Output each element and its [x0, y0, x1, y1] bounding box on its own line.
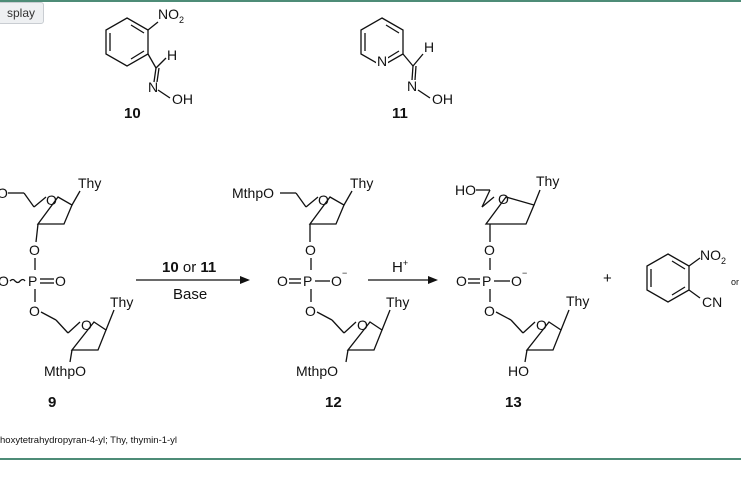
o-right-12: O [331, 273, 342, 289]
plus-sign: + [603, 270, 612, 287]
compound-label-13: 13 [505, 394, 522, 411]
ring-o-bottom-12: O [357, 317, 368, 333]
arrow2-reagent: H+ [392, 258, 408, 276]
sugar-ring-top-12 [305, 196, 345, 225]
compound-12: MthpO O Thy O O P O − O O Thy [232, 175, 409, 411]
mthpo-12: MthpO [296, 363, 338, 379]
thy-top-13: Thy [536, 173, 559, 189]
byproduct-nitrobenzonitrile: NO2 CN or [646, 247, 739, 310]
oh-label-10: OH [172, 91, 193, 107]
mthpo-top-12: MthpO [232, 185, 274, 201]
ring-o-top-13: O [498, 191, 509, 207]
charge-13: − [522, 268, 527, 278]
compound-label-10: 10 [124, 105, 141, 122]
benzene-ring-10 [105, 17, 149, 67]
cn-label: CN [702, 294, 722, 310]
ring-n-label-11: N [377, 53, 387, 69]
thy-bottom-13: Thy [566, 293, 589, 309]
ring-o-top-12: O [318, 192, 329, 208]
benzene-ring-byproduct [646, 253, 690, 303]
compound-label-12: 12 [325, 394, 342, 411]
thy-bottom-12: Thy [386, 294, 409, 310]
ring-o-top-9: O [46, 192, 57, 208]
nitro-label-10: NO2 [158, 6, 184, 25]
o-right-9: O [55, 273, 66, 289]
cut-text: or [731, 277, 739, 287]
arrow1-base: Base [173, 286, 207, 303]
charge-12: − [342, 268, 347, 278]
o-link-9: O [29, 242, 40, 258]
thy-bottom-9: Thy [110, 294, 133, 310]
o-left-12: O [277, 273, 288, 289]
compound-13: HO O Thy O O P O − O O Thy HO [455, 173, 589, 411]
compound-10: NO2 H N OH 10 [105, 6, 193, 122]
p-label-12: P [303, 273, 312, 289]
sugar-ring-top-9 [33, 196, 73, 225]
o-link-12: O [305, 242, 316, 258]
oh-label-11: OH [432, 91, 453, 107]
top-border [0, 0, 741, 2]
display-tab[interactable]: splay [0, 2, 45, 24]
sugar-ring-bottom-9 [67, 321, 107, 351]
h-label-11: H [424, 39, 434, 55]
compound-9: O O Thy O O P O O O Thy MthpO [0, 175, 133, 411]
mthpo-9: MthpO [44, 363, 86, 379]
n-label-11: N [407, 78, 417, 94]
nitro-label-byproduct: NO2 [700, 247, 726, 266]
o-link2-12: O [305, 303, 316, 319]
o-link-13: O [484, 242, 495, 258]
scheme-caption: hoxytetrahydropyran-4-yl; Thy, thymin-1-… [0, 435, 177, 446]
p-label-13: P [482, 273, 491, 289]
arrow1-reagent: 10 or 11 [162, 259, 216, 276]
ring-o-bottom-9: O [81, 317, 92, 333]
o-link2-9: O [29, 303, 40, 319]
p-label-9: P [28, 273, 37, 289]
o-right-13: O [511, 273, 522, 289]
thy-top-12: Thy [350, 175, 373, 191]
o-link2-13: O [484, 303, 495, 319]
cut-o-label-9: O [0, 185, 8, 201]
ring-o-bottom-13: O [536, 317, 547, 333]
o-left-13: O [456, 273, 467, 289]
o-left-9: O [0, 273, 9, 289]
reaction-arrow-1: 10 or 11 Base [136, 259, 250, 303]
compound-label-11: 11 [392, 105, 408, 122]
bottom-border [0, 458, 741, 460]
ho-top-13: HO [455, 182, 476, 198]
sugar-ring-top-13 [481, 196, 535, 225]
sugar-ring-bottom-13 [522, 321, 562, 351]
compound-label-9: 9 [48, 394, 56, 411]
thy-top-9: Thy [78, 175, 101, 191]
reaction-arrow-2: H+ [368, 258, 438, 284]
compound-11: N H N OH 11 [360, 17, 453, 122]
sugar-ring-bottom-12 [343, 321, 383, 351]
ho-bottom-13: HO [508, 363, 529, 379]
n-label-10: N [148, 79, 158, 95]
h-label-10: H [167, 47, 177, 63]
